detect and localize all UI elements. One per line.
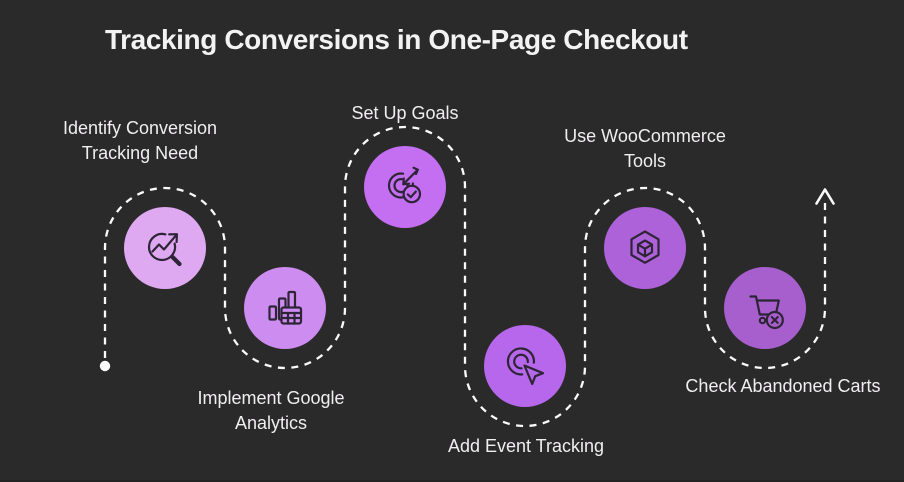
step-label-line: Check Abandoned Carts <box>685 376 881 396</box>
step-4-circle <box>484 325 566 407</box>
step-label-line: Analytics <box>234 413 308 433</box>
cube-hexagon-icon <box>621 224 669 272</box>
step-4-label: Add Event Tracking <box>448 434 604 459</box>
step-2-circle <box>244 267 326 349</box>
step-label-line: Tools <box>623 151 667 171</box>
step-3-label: Set Up Goals <box>351 101 458 126</box>
step-6-circle <box>724 267 806 349</box>
step-6-label: Check Abandoned Carts <box>685 374 880 399</box>
step-3-circle <box>364 146 446 228</box>
bar-chart-table-icon <box>261 284 309 332</box>
step-label-line: Identify Conversion <box>62 118 218 138</box>
step-label-line: Set Up Goals <box>351 103 459 123</box>
start-dot <box>99 360 111 372</box>
target-dart-check-icon <box>381 163 429 211</box>
step-label-line: Add Event Tracking <box>447 436 605 456</box>
step-1-circle <box>124 207 206 289</box>
step-label-line: Tracking Need <box>81 143 199 163</box>
arrow-up-icon <box>815 188 835 205</box>
flow-dashed-path <box>103 125 827 428</box>
chart-magnifier-icon <box>141 224 189 272</box>
click-cursor-icon <box>501 342 549 390</box>
cart-remove-icon <box>741 284 789 332</box>
step-label-line: Use WooCommerce <box>564 126 726 146</box>
page-title: Tracking Conversions in One-Page Checkou… <box>105 24 688 55</box>
step-5-circle <box>604 207 686 289</box>
step-label-line: Implement Google <box>197 388 345 408</box>
bottom-edge-divider <box>0 480 904 482</box>
